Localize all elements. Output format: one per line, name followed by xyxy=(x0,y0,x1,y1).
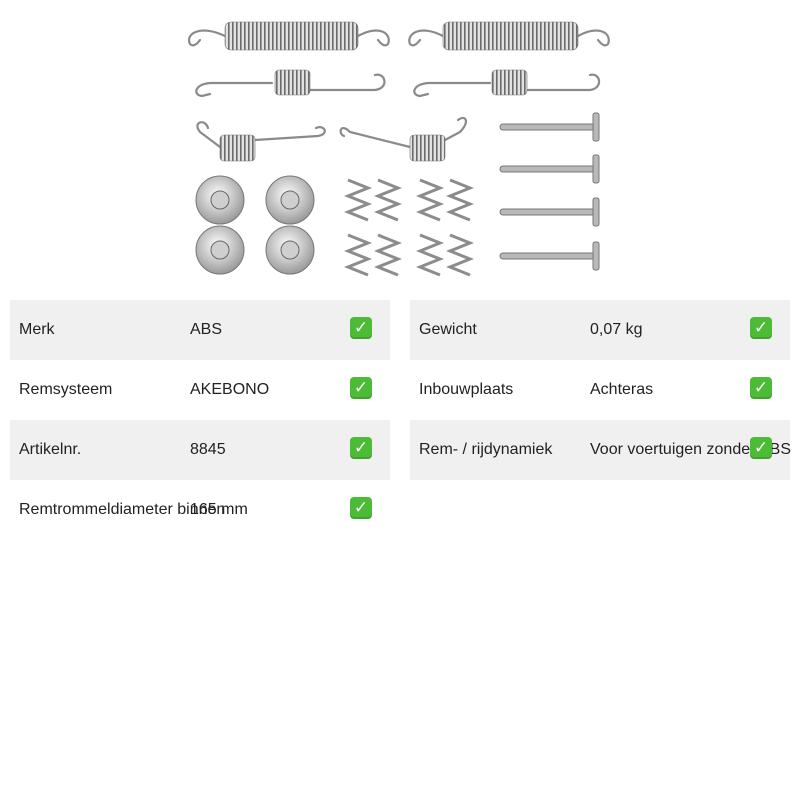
check-mark-icon: ✓ xyxy=(350,437,372,459)
spec-row-weight: Gewicht 0,07 kg ✓ xyxy=(410,300,790,360)
spec-value: Voor voertuigen zonder ABS xyxy=(590,441,792,458)
spec-value: AKEBONO xyxy=(190,381,270,398)
spec-row-brake-dynamics: Rem- / rijdynamiek Voor voertuigen zonde… xyxy=(410,420,792,480)
spec-row-brake-system: Remsysteem AKEBONO ✓ xyxy=(10,360,390,420)
check-mark-icon: ✓ xyxy=(750,317,772,339)
specs-right-column: Gewicht 0,07 kg ✓ Inbouwplaats Achteras … xyxy=(410,300,792,480)
check-mark-icon: ✓ xyxy=(350,497,372,519)
check-mark-icon: ✓ xyxy=(750,437,772,459)
spec-label: Inbouwplaats xyxy=(419,381,514,398)
spec-label: Remsysteem xyxy=(19,381,113,398)
spec-value: ABS xyxy=(190,321,223,338)
spec-row-article-number: Artikelnr. 8845 ✓ xyxy=(10,420,390,480)
specs-left-column: Merk ABS ✓ Remsysteem AKEBONO ✓ Artikeln… xyxy=(10,300,390,540)
spec-row-fitting-position: Inbouwplaats Achteras ✓ xyxy=(410,360,790,420)
spec-value: 165 mm xyxy=(190,501,248,518)
check-mark-icon: ✓ xyxy=(350,377,372,399)
spec-label: Rem- / rijdynamiek xyxy=(419,441,553,458)
spec-row-drum-diameter: Remtrommeldiameter binnen 165 mm ✓ xyxy=(10,480,390,540)
spec-row-brand: Merk ABS ✓ xyxy=(10,300,390,360)
spec-label: Merk xyxy=(19,321,55,338)
check-mark-icon: ✓ xyxy=(750,377,772,399)
spec-label: Artikelnr. xyxy=(19,441,82,458)
spec-label: Remtrommeldiameter binnen xyxy=(19,501,226,518)
product-image xyxy=(187,21,610,277)
spec-label: Gewicht xyxy=(419,321,477,338)
check-mark-icon: ✓ xyxy=(350,317,372,339)
spec-value: Achteras xyxy=(590,381,654,398)
spec-value: 0,07 kg xyxy=(590,321,643,338)
spec-value: 8845 xyxy=(190,441,226,458)
